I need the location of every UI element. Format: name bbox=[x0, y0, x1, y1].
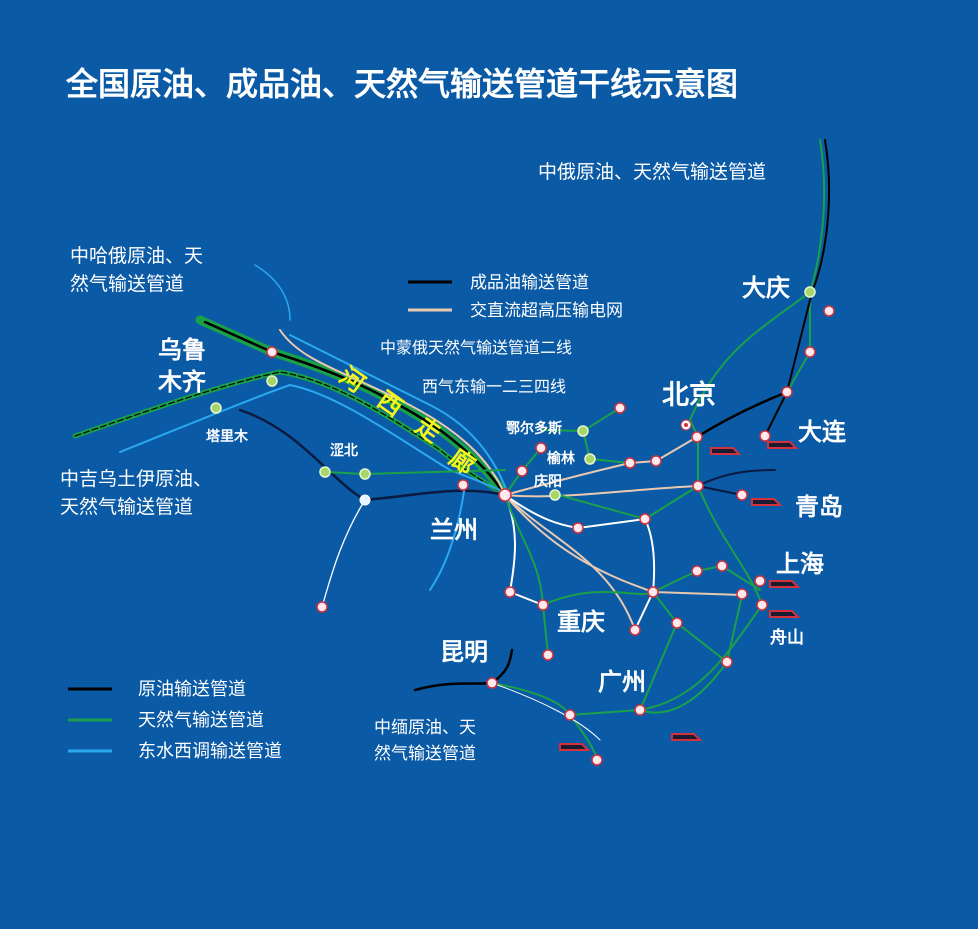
label-kazakh-russia-2: 然气输送管道 bbox=[70, 273, 184, 295]
city-qingdao: 青岛 bbox=[795, 493, 843, 521]
legend-crude-oil: 原油输送管道 bbox=[138, 679, 246, 700]
city-kunming: 昆明 bbox=[440, 638, 488, 666]
hexi-corridor-pipelines bbox=[72, 264, 511, 608]
label-central-asia-1: 中吉乌土伊原油、 bbox=[60, 468, 212, 490]
city-beijing: 北京 bbox=[662, 379, 716, 411]
hub-nodes bbox=[266, 305, 835, 766]
label-myanmar-2: 然气输送管道 bbox=[374, 744, 476, 764]
city-urumqi-2: 木齐 bbox=[157, 368, 207, 396]
legend-water: 东水西调输送管道 bbox=[138, 741, 282, 762]
city-dalian: 大连 bbox=[798, 418, 847, 446]
city-tarim: 塔里木 bbox=[206, 428, 249, 445]
tanker-ship-icons bbox=[559, 441, 801, 751]
gas-field-nodes bbox=[210, 286, 816, 506]
label-myanmar-1: 中缅原油、天 bbox=[374, 718, 476, 738]
city-zhoushan: 舟山 bbox=[770, 627, 804, 648]
label-central-asia-2: 天然气输送管道 bbox=[60, 496, 193, 518]
legend-natural-gas: 天然气输送管道 bbox=[138, 710, 264, 731]
label-west-east: 西气东输一二三四线 bbox=[422, 377, 566, 396]
city-daqing: 大庆 bbox=[742, 274, 790, 302]
map-title: 全国原油、成品油、天然气输送管道干线示意图 bbox=[65, 65, 738, 103]
city-shanghai: 上海 bbox=[776, 550, 824, 578]
label-kazakh-russia-1: 中哈俄原油、天 bbox=[70, 245, 203, 267]
city-ordos: 鄂尔多斯 bbox=[506, 420, 562, 437]
city-qingyang: 庆阳 bbox=[534, 473, 562, 490]
city-sebei: 涩北 bbox=[330, 443, 358, 459]
city-guangzhou: 广州 bbox=[598, 668, 646, 696]
city-chongqing: 重庆 bbox=[557, 608, 605, 636]
city-yulin: 榆林 bbox=[547, 450, 575, 467]
legend-top: 成品油输送管道 交直流超高压输电网 bbox=[408, 273, 623, 321]
city-lanzhou: 兰州 bbox=[430, 516, 478, 544]
label-mongolia-russia: 中蒙俄天然气输送管道二线 bbox=[380, 338, 572, 357]
legend-bottom: 原油输送管道 天然气输送管道 东水西调输送管道 bbox=[68, 679, 282, 762]
city-urumqi-1: 乌鲁 bbox=[158, 336, 206, 364]
label-sino-russia: 中俄原油、天然气输送管道 bbox=[538, 161, 766, 183]
legend-power-grid: 交直流超高压输电网 bbox=[470, 301, 623, 321]
east-pipelines bbox=[413, 139, 831, 761]
legend-refined-oil: 成品油输送管道 bbox=[470, 273, 589, 293]
